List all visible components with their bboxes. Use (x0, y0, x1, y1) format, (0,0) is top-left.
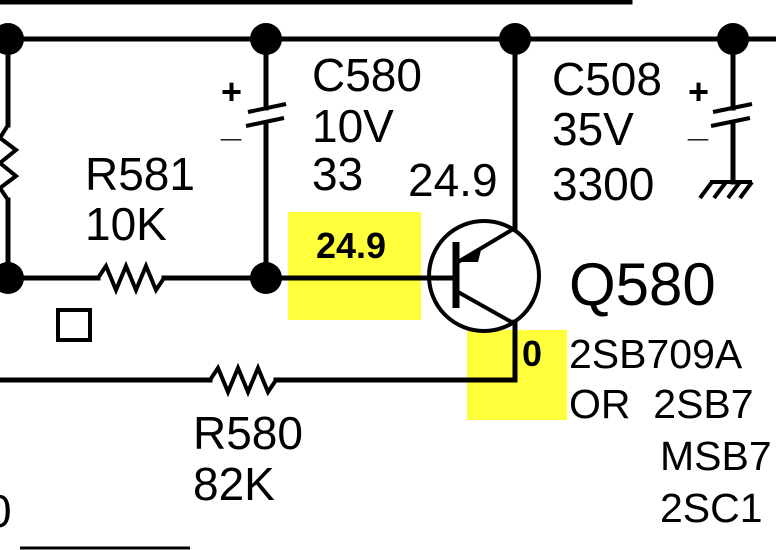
c580-plus-sign: + (221, 71, 242, 112)
r581-ref-label: R581 (85, 148, 195, 200)
emitter-voltage-label: 24.9 (408, 154, 498, 206)
junction-dot (250, 262, 282, 294)
q580-alt-part-2: MSB7 (660, 433, 772, 479)
q580-alt-part-1: OR 2SB7 (569, 381, 754, 427)
collector-voltage-label: 0 (522, 333, 542, 374)
left-edge-digit: 0 (0, 485, 12, 537)
c580-value-label: 33 (312, 148, 363, 200)
c580-voltage-label: 10V (312, 100, 394, 152)
c580-minus-sign: _ (220, 103, 242, 144)
junction-dot (0, 23, 24, 55)
c580-ref-label: C580 (312, 49, 422, 101)
r580-resistor-zigzag (208, 362, 278, 398)
base-voltage-label: 24.9 (316, 225, 386, 266)
c508-plate-top (712, 102, 753, 114)
ground-hatch (698, 180, 714, 200)
left-resistor-zigzag (0, 123, 20, 202)
c580-plate-top (247, 102, 287, 114)
q580-collector-leg (457, 290, 516, 326)
r580-ref-label: R580 (193, 407, 303, 459)
r580-value-label: 82K (193, 458, 275, 510)
emitter-arrow-icon (460, 246, 482, 262)
q580-ref-label: Q580 (569, 251, 716, 318)
c508-value-label: 3300 (552, 158, 654, 210)
ground-hatch (726, 180, 742, 200)
ground-hatch (712, 180, 728, 200)
q580-part-label: 2SB709A (569, 331, 743, 377)
c508-minus-sign: _ (687, 103, 709, 144)
ground-hatch (738, 180, 754, 200)
r581-resistor-zigzag (96, 260, 166, 296)
base-voltage-highlight (288, 212, 421, 320)
r581-value-label: 10K (85, 198, 167, 250)
q580-alt-part-3: 2SC1 (660, 485, 763, 531)
test-point-square (56, 308, 92, 342)
c508-plus-sign: + (688, 71, 709, 112)
junction-dot (0, 262, 24, 294)
c508-ref-label: C508 (552, 53, 662, 105)
q580-emitter-leg (456, 226, 517, 264)
c508-voltage-label: 35V (552, 103, 634, 155)
